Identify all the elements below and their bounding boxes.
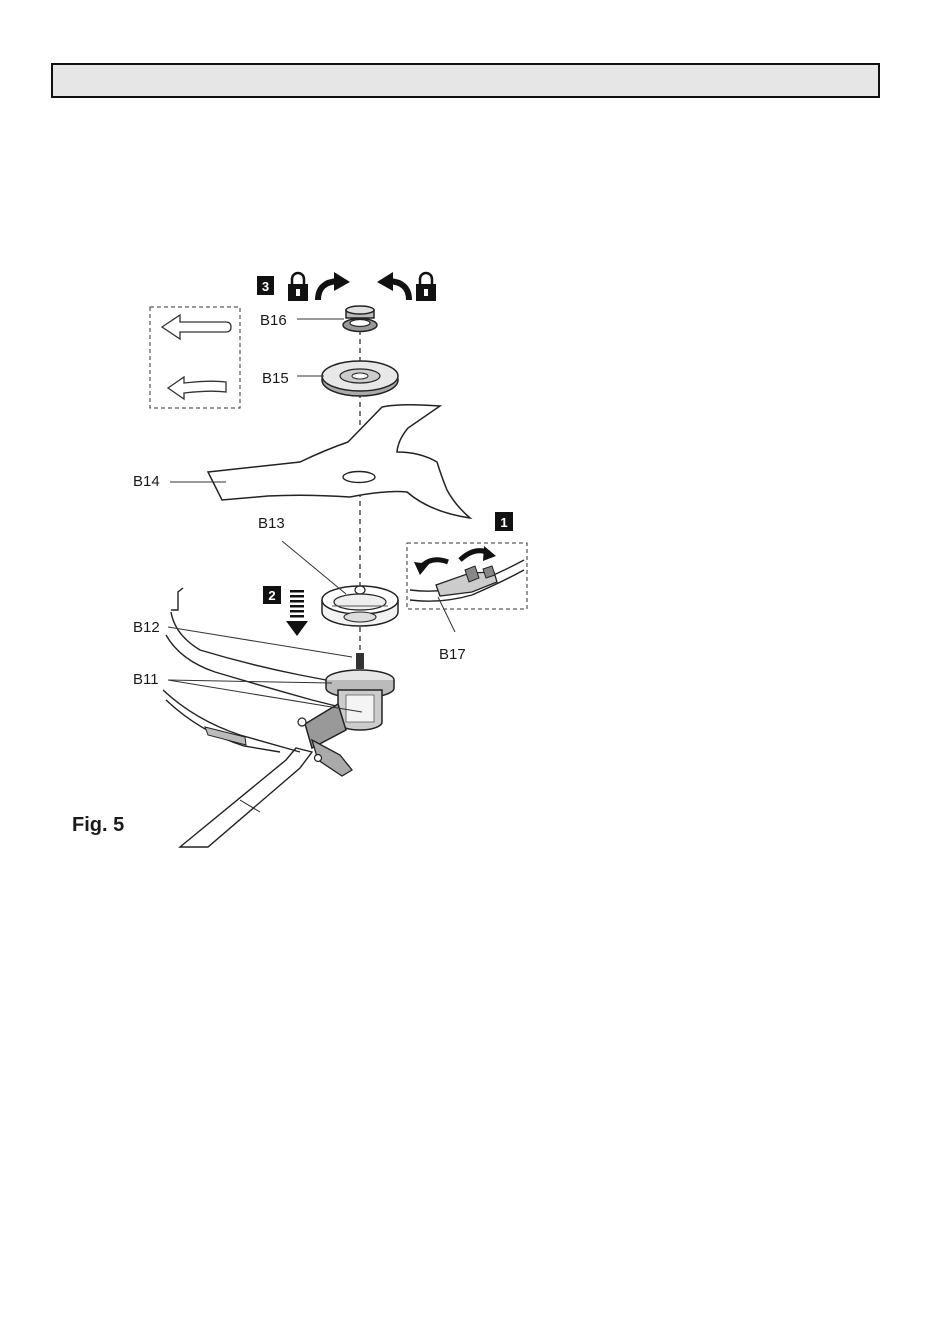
- svg-text:1: 1: [500, 515, 507, 530]
- rotate-counterclockwise-arrow-icon: [377, 272, 409, 300]
- svg-text:2: 2: [268, 588, 275, 603]
- step-1-marker: 1: [495, 512, 513, 531]
- step-3-marker: 3: [257, 276, 274, 295]
- b17-label: B17: [439, 646, 466, 663]
- unlock-icon: [416, 273, 436, 301]
- b16-label: B16: [260, 312, 287, 329]
- b11-label: B11: [133, 671, 159, 688]
- b13-label: B13: [258, 515, 285, 532]
- step-2-marker: 2: [263, 586, 281, 604]
- b16-nut: [343, 306, 377, 332]
- left-arrow-icon: [162, 315, 231, 339]
- svg-text:3: 3: [262, 279, 269, 294]
- figure-caption: Fig. 5: [72, 814, 124, 836]
- curved-arrow-right-icon: [460, 546, 496, 561]
- curved-left-arrow-icon: [168, 377, 226, 399]
- blade-center-hole: [343, 472, 375, 483]
- b14-label: B14: [133, 473, 160, 490]
- b15-flange: [322, 361, 398, 396]
- lock-icon: [288, 273, 308, 301]
- down-arrow-icon: [286, 590, 308, 636]
- curved-arrow-left-icon: [414, 560, 448, 575]
- b13-flange: [322, 586, 398, 626]
- rotate-clockwise-arrow-icon: [318, 272, 350, 300]
- b14-blade: [208, 405, 470, 518]
- b15-label: B15: [262, 370, 289, 387]
- b12-label: B12: [133, 619, 160, 636]
